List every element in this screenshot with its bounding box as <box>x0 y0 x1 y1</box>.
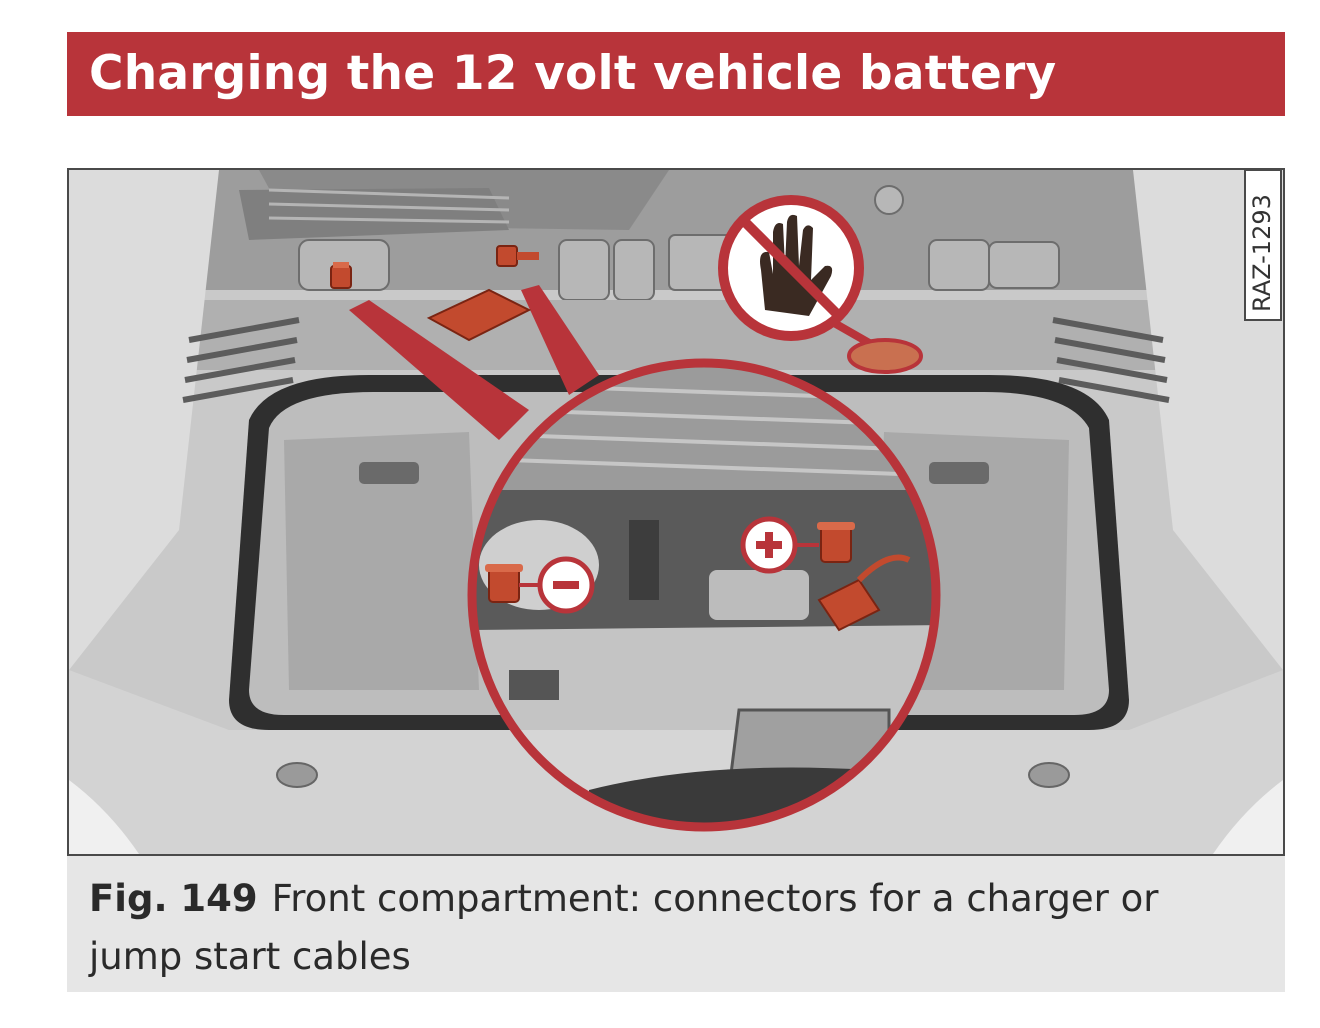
figure-illustration: RAZ-1293 <box>67 168 1285 856</box>
terminal-cap-icon <box>330 262 352 289</box>
section-header: Charging the 12 volt vehicle battery <box>67 32 1285 116</box>
section-title: Charging the 12 volt vehicle battery <box>89 46 1057 101</box>
left-fender <box>69 170 219 670</box>
reference-code: RAZ-1293 <box>1248 194 1276 312</box>
no-touch-hand-icon <box>718 195 923 374</box>
left-vent <box>182 317 300 403</box>
terminal-cap-icon <box>496 245 539 267</box>
right-vent <box>1052 317 1170 403</box>
figure-label: Fig. 149 <box>89 877 258 920</box>
negative-terminal-icon <box>485 556 595 614</box>
front-compartment-illustration: RAZ-1293 <box>69 170 1283 854</box>
caption-text: Front compartment: connectors for a char… <box>89 877 1159 978</box>
positive-terminal-icon <box>740 516 911 632</box>
magnifier-ring <box>467 358 941 832</box>
